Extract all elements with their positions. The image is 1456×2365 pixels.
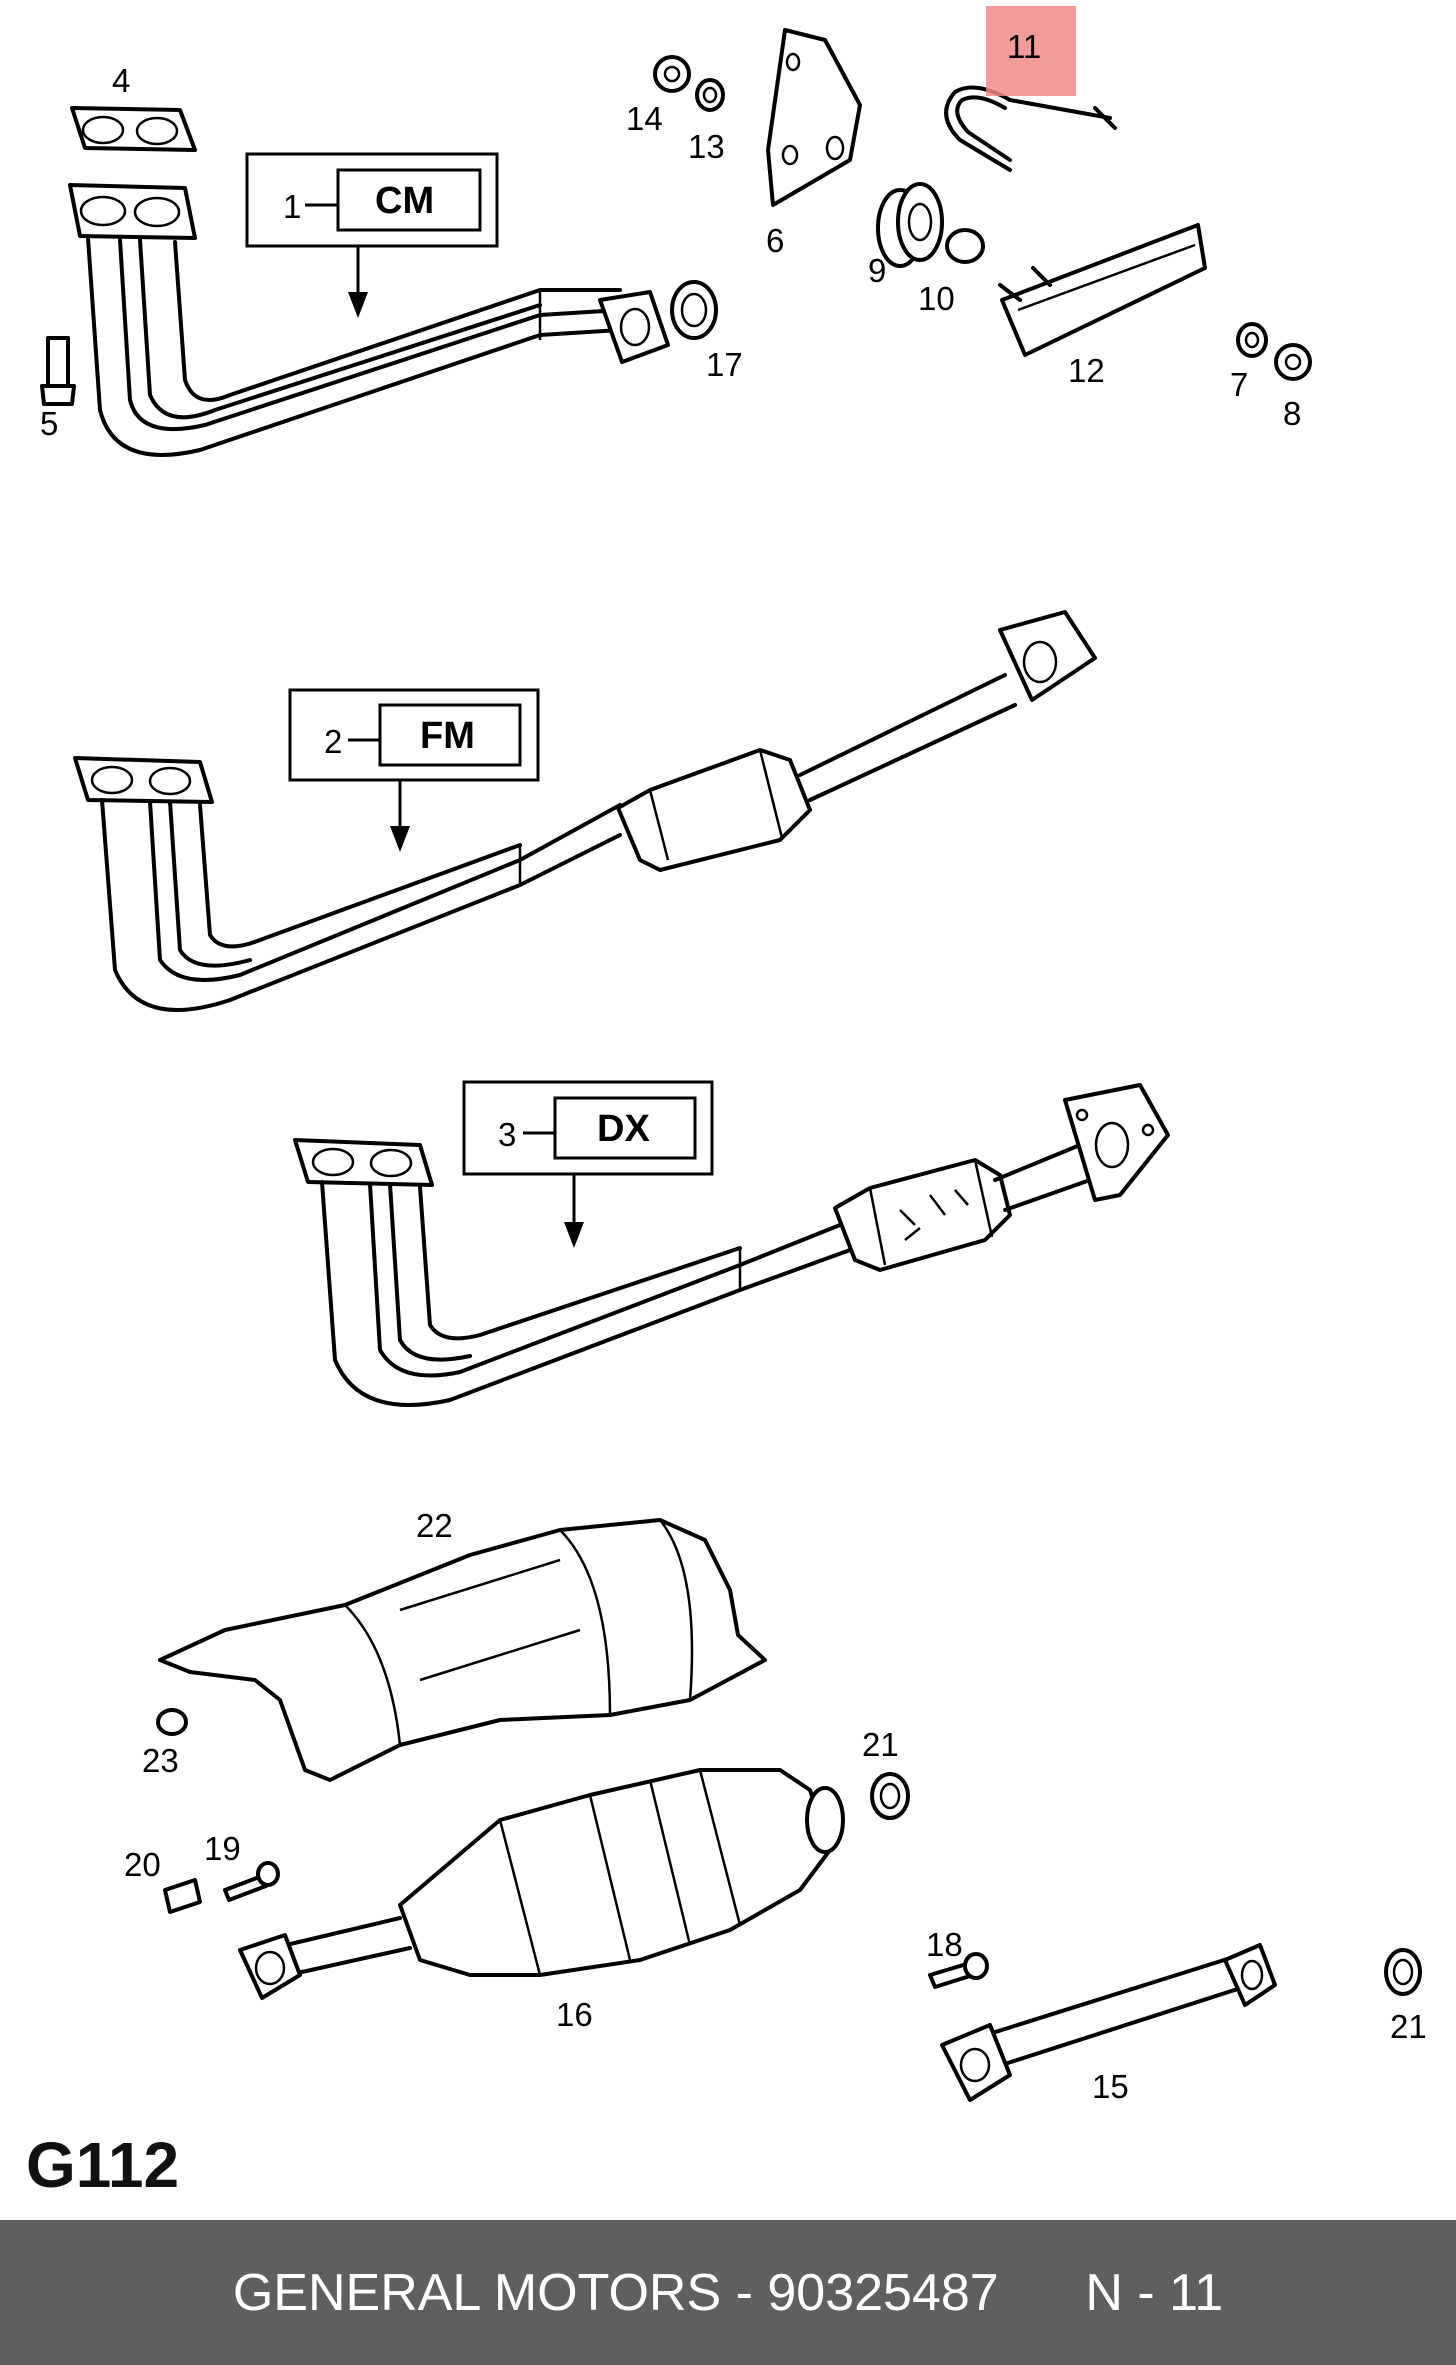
variant-code: FM xyxy=(420,715,475,757)
front-pipe-cm xyxy=(68,106,670,457)
callout-4: 4 xyxy=(112,62,130,99)
nut-23 xyxy=(156,1708,188,1736)
front-pipe-dx xyxy=(293,1083,1170,1407)
callout-20: 20 xyxy=(124,1846,161,1883)
variant-box-2: 2 FM xyxy=(288,688,540,852)
variant-code: CM xyxy=(375,180,434,222)
callout-13: 13 xyxy=(688,128,725,165)
callout-12: 12 xyxy=(1068,352,1105,389)
callout-18: 18 xyxy=(926,1926,963,1963)
ring-21 xyxy=(870,1772,910,1820)
callout-19: 19 xyxy=(204,1830,241,1867)
footer-brand: GENERAL MOTORS xyxy=(232,2263,722,2322)
callouts-top: 4 14 13 11 6 9 10 12 7 8 17 5 xyxy=(40,6,1301,442)
callout-6: 6 xyxy=(766,222,784,259)
heat-shield xyxy=(158,1518,767,1782)
callout-16: 16 xyxy=(556,1996,593,2033)
catalytic-converter xyxy=(238,1768,845,2000)
exhaust-system-diagram: 1 CM xyxy=(40,6,1427,2105)
rear-pipe xyxy=(940,1943,1277,2102)
callout-21-rear: 21 xyxy=(1390,2008,1427,2045)
footer-separator: - xyxy=(721,2263,768,2322)
callout-14: 14 xyxy=(626,100,663,137)
callout-21: 21 xyxy=(862,1726,899,1763)
callout-9: 9 xyxy=(868,252,886,289)
variant-code: DX xyxy=(597,1108,650,1150)
callout-8: 8 xyxy=(1283,395,1301,432)
diagram-code: G112 xyxy=(26,2129,180,2201)
variant-box-3: 3 DX xyxy=(462,1080,714,1248)
variant-number: 2 xyxy=(324,723,342,760)
footer-page: N - 11 xyxy=(1085,2263,1224,2322)
variant-number: 1 xyxy=(283,188,301,225)
callout-15: 15 xyxy=(1092,2068,1129,2105)
callouts-lower: 22 23 21 19 20 16 18 21 15 xyxy=(124,1507,1427,2105)
footer-bar: GENERAL MOTORS - 90325487 N - 11 xyxy=(0,2220,1456,2365)
ring-21-rear xyxy=(1384,1948,1422,1996)
callout-22: 22 xyxy=(416,1507,453,1544)
footer-part-number: 90325487 xyxy=(767,2263,999,2322)
callout-17: 17 xyxy=(706,346,743,383)
callout-10: 10 xyxy=(918,280,955,317)
front-pipe-fm xyxy=(73,610,1097,1012)
callout-7: 7 xyxy=(1230,366,1248,403)
variant-box-1: 1 CM xyxy=(245,152,499,318)
variant-number: 3 xyxy=(498,1116,516,1153)
top-hardware xyxy=(40,28,1312,406)
callout-5: 5 xyxy=(40,405,58,442)
callout-23: 23 xyxy=(142,1742,179,1779)
callout-11: 11 xyxy=(1007,28,1041,65)
highlight-callout-11 xyxy=(986,6,1076,96)
stud-20 xyxy=(163,1878,202,1914)
